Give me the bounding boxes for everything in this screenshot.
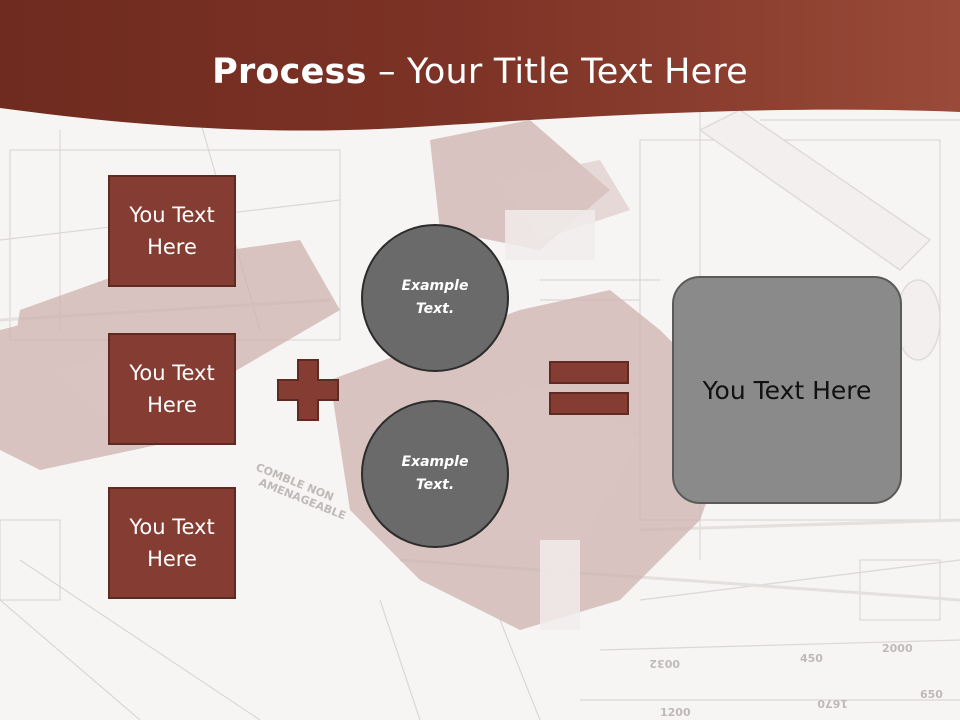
blueprint-label-f: 1200 <box>660 706 691 719</box>
left-box-3-label: You Text Here <box>129 515 215 571</box>
blueprint-label-c: 450 <box>800 652 823 665</box>
circle-2[interactable]: Example Text. <box>361 400 509 548</box>
title-bold: Process <box>212 52 367 92</box>
title-rest: – Your Title Text Here <box>366 52 748 92</box>
result-box-label: You Text Here <box>702 375 872 405</box>
blueprint-label-b: 0032 <box>649 657 680 670</box>
circle-1[interactable]: Example Text. <box>361 224 509 372</box>
result-box[interactable]: You Text Here <box>672 276 902 504</box>
blueprint-label-d: 2000 <box>882 642 913 655</box>
left-box-2-label: You Text Here <box>129 361 215 417</box>
left-box-2[interactable]: You Text Here <box>108 333 236 445</box>
circle-2-label: Example Text. <box>401 454 469 493</box>
slide-title: Process – Your Title Text Here <box>0 52 960 92</box>
plus-icon <box>277 359 339 421</box>
left-box-3[interactable]: You Text Here <box>108 487 236 599</box>
left-box-1[interactable]: You Text Here <box>108 175 236 287</box>
equals-icon <box>549 361 629 415</box>
blueprint-label-g: 650 <box>920 688 943 701</box>
circle-1-label: Example Text. <box>401 278 469 317</box>
title-band <box>0 0 960 131</box>
blueprint-label-e: 1670 <box>817 697 848 710</box>
left-box-1-label: You Text Here <box>129 203 215 259</box>
